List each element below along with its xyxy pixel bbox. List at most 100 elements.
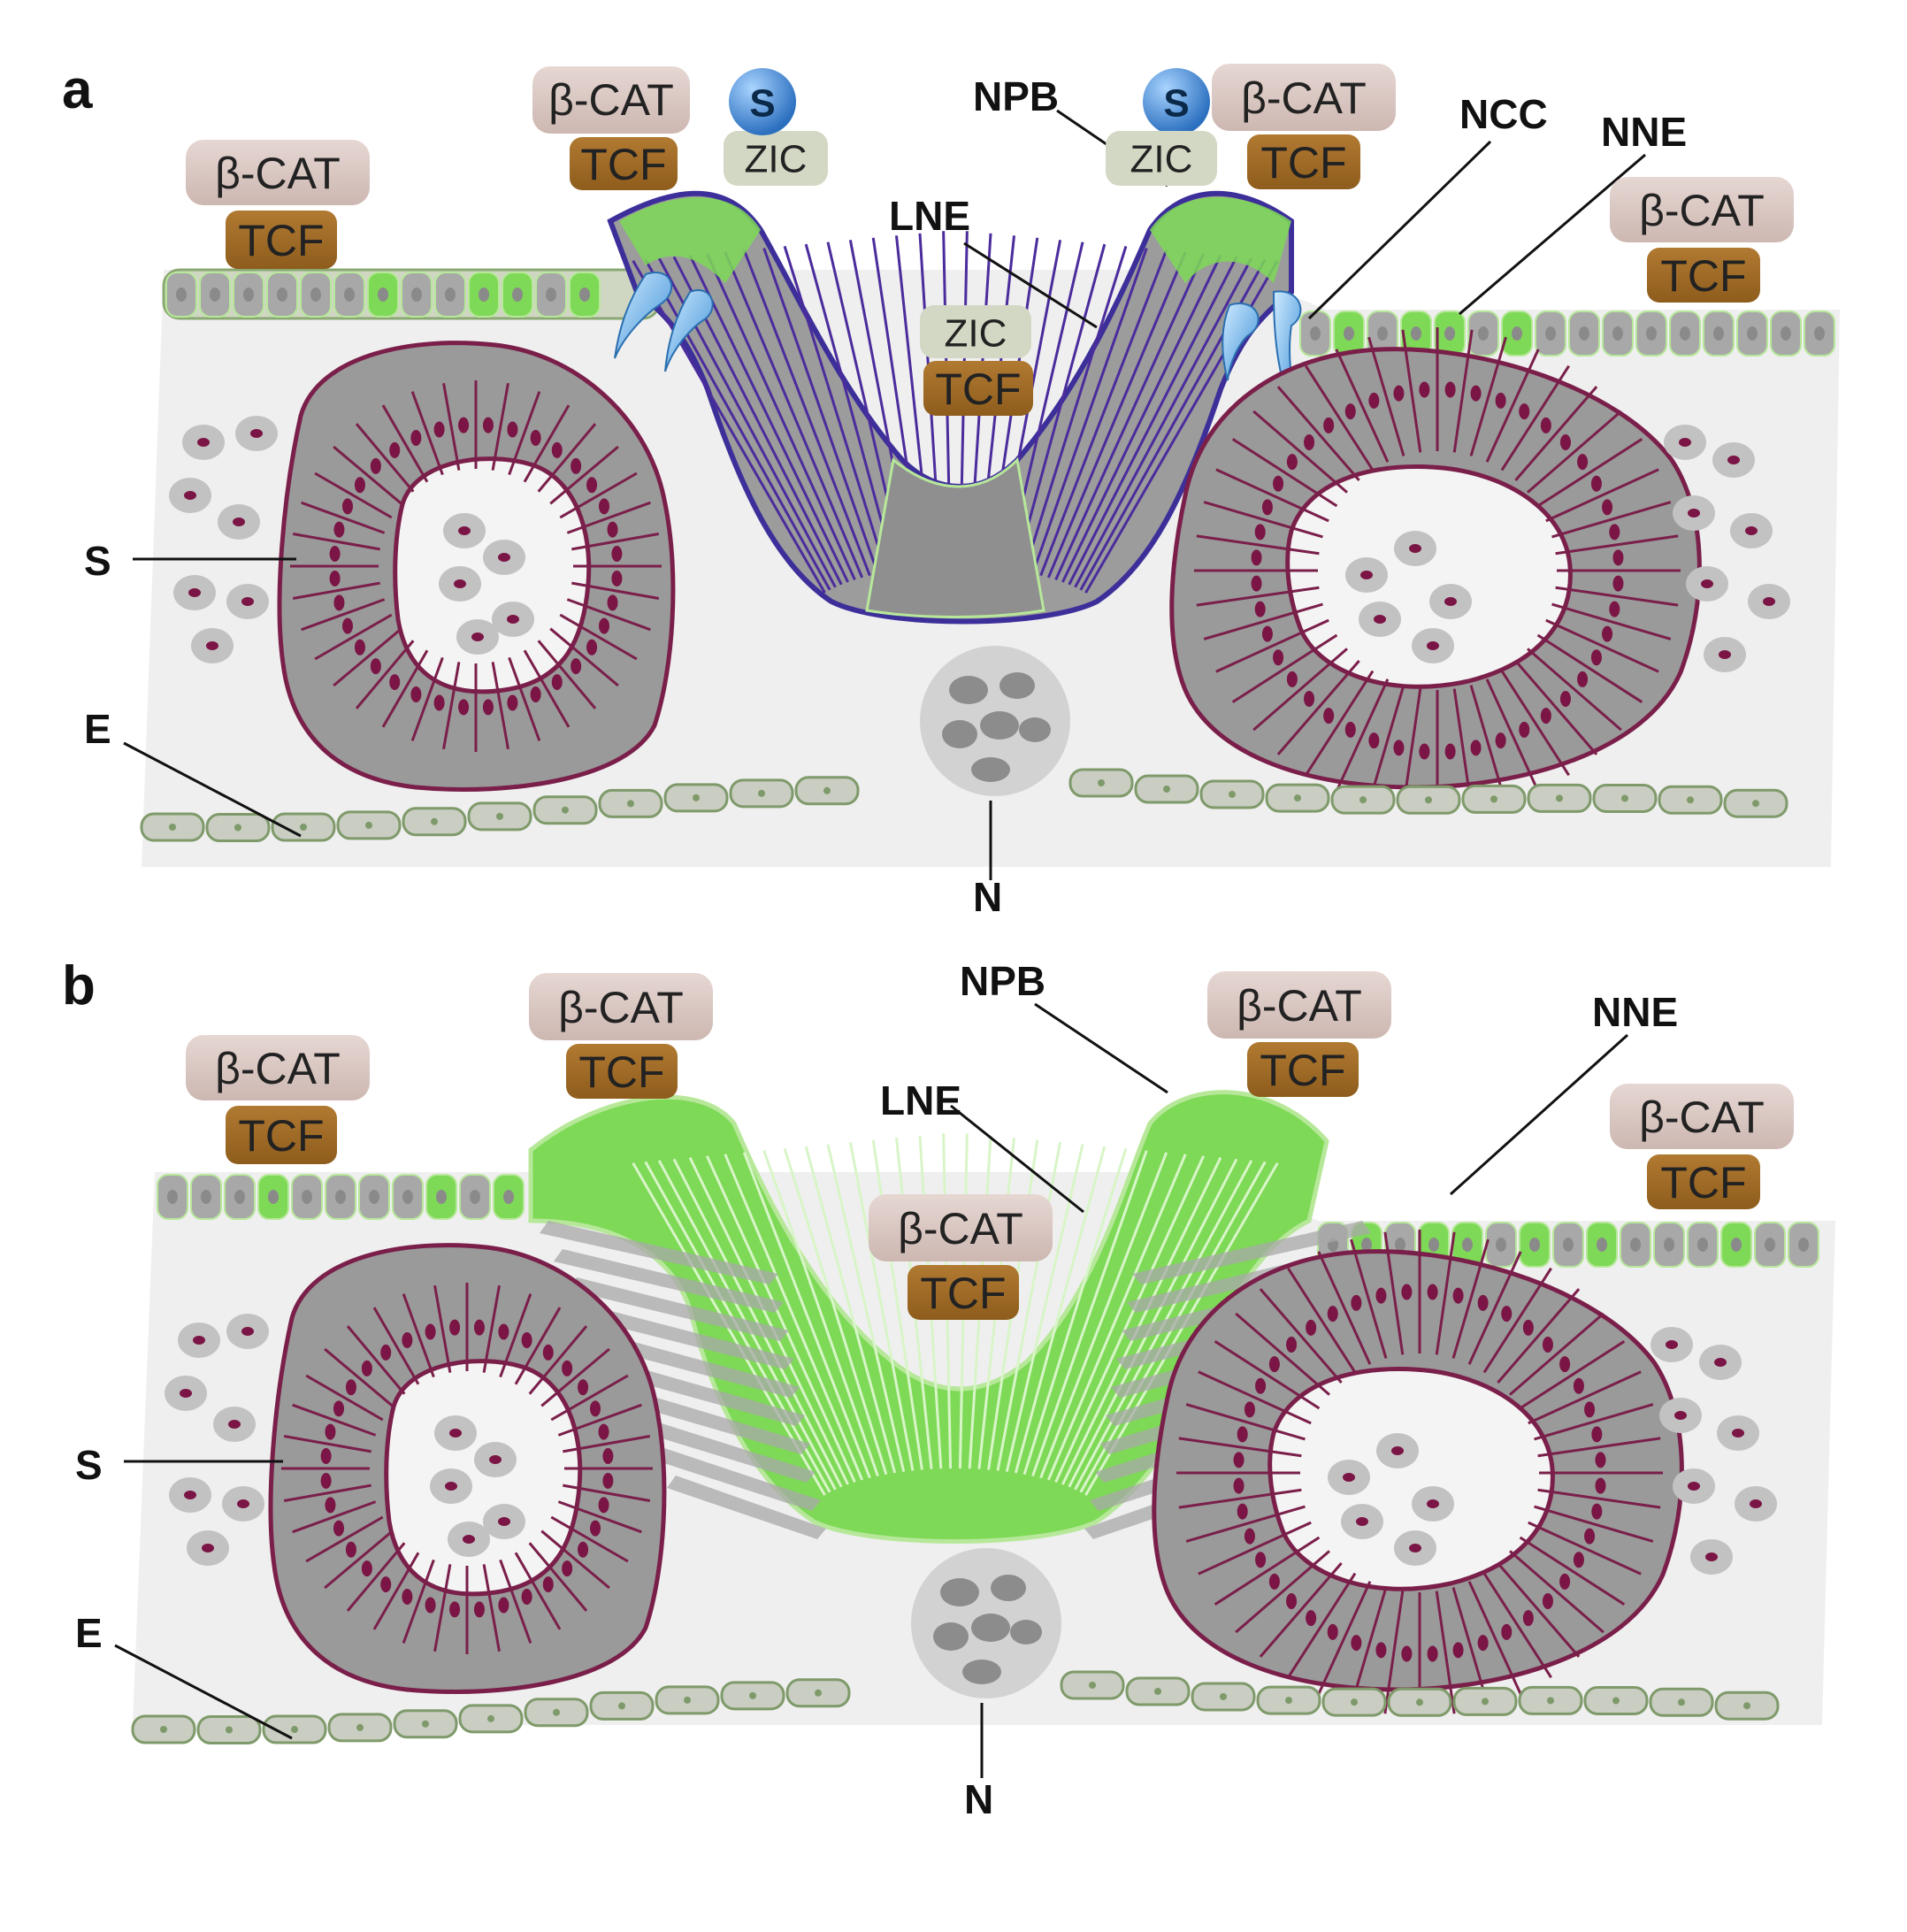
- cell-nucleus: [458, 526, 471, 535]
- cell-nucleus: [1495, 392, 1506, 409]
- cell-nucleus: [1427, 641, 1439, 650]
- somite-cell-boundary: [1500, 670, 1570, 777]
- cell-nucleus: [498, 1517, 510, 1526]
- plate-grey-cell: [667, 1476, 826, 1539]
- s-ball: [1143, 68, 1210, 135]
- cell-nucleus: [1714, 1358, 1727, 1367]
- endoderm-row: [131, 1670, 1780, 1745]
- plate-grey-cell: [1132, 1221, 1371, 1284]
- cell-nucleus: [602, 1448, 614, 1465]
- panel-a: a: [62, 59, 1840, 920]
- cell-nucleus: [1595, 1477, 1606, 1494]
- plate-cell-boundary: [632, 259, 826, 594]
- label-npb: NPB: [960, 958, 1045, 1004]
- cell-nucleus: [1584, 1401, 1596, 1418]
- cell-nucleus: [1375, 1287, 1387, 1304]
- somite-cell-boundary: [1514, 386, 1598, 481]
- cell-nucleus: [1286, 454, 1298, 471]
- cell-nucleus: [1529, 1238, 1540, 1252]
- somite-cell-boundary: [355, 640, 415, 709]
- somite-cell-boundary: [292, 1500, 377, 1534]
- cell-nucleus: [1540, 708, 1551, 724]
- cell-nucleus: [1591, 1503, 1603, 1520]
- plate-cell-boundary: [1061, 254, 1222, 583]
- cell-nucleus: [482, 417, 494, 433]
- cell-nucleus: [458, 699, 470, 716]
- somite-cell-boundary: [1203, 501, 1323, 539]
- cell-nucleus: [470, 1190, 480, 1204]
- somite-cell-boundary: [333, 445, 402, 505]
- cell-nucleus: [551, 441, 563, 458]
- cell-nucleus: [1409, 1544, 1421, 1552]
- plate-cell-boundary: [783, 1147, 888, 1476]
- cell-nucleus: [1512, 326, 1522, 341]
- cell-nucleus: [1391, 1446, 1404, 1455]
- cell-nucleus: [180, 1389, 192, 1398]
- somite-cell-boundary: [1383, 1231, 1405, 1355]
- cell-nucleus: [1233, 1477, 1245, 1494]
- cell-nucleus: [530, 686, 541, 703]
- cell-nucleus: [1688, 509, 1700, 518]
- cell-nucleus: [571, 457, 582, 474]
- plate-cell-boundary: [724, 251, 864, 579]
- cell-nucleus: [402, 1190, 413, 1204]
- ectoderm-cells-right: [1299, 310, 1835, 356]
- somite-cell-boundary: [550, 1515, 629, 1563]
- cell-nucleus: [206, 641, 218, 650]
- cell-nucleus: [1577, 671, 1589, 687]
- somite-cell-boundary: [1482, 1572, 1552, 1679]
- somite-cell-boundary: [1198, 1521, 1312, 1576]
- cell-nucleus: [463, 1535, 475, 1544]
- cell-nucleus: [1444, 743, 1456, 760]
- somite-cell-boundary: [1514, 660, 1598, 755]
- cell-nucleus: [1542, 1337, 1553, 1353]
- tcf-chip: TCF: [920, 1269, 1006, 1318]
- cell-nucleus: [380, 1344, 392, 1361]
- cell-nucleus: [498, 553, 510, 562]
- somite-cell-boundary: [523, 404, 571, 483]
- cell-nucleus: [454, 579, 466, 588]
- cell-nucleus: [354, 477, 365, 494]
- somite-cell-boundary: [1485, 678, 1540, 793]
- somite-cell-boundary: [537, 423, 597, 493]
- cell-nucleus: [184, 491, 196, 500]
- tcf-chip: TCF: [1260, 138, 1346, 188]
- cell-nucleus: [449, 1601, 461, 1618]
- somite-cell-boundary: [324, 1530, 394, 1590]
- bcat-chip: β-CAT: [1639, 186, 1765, 235]
- cell-nucleus: [310, 288, 321, 302]
- cell-nucleus: [1251, 549, 1262, 566]
- cell-nucleus: [1477, 1294, 1489, 1311]
- cell-nucleus: [1612, 549, 1624, 566]
- cell-nucleus: [553, 1708, 560, 1716]
- cell-nucleus: [542, 1576, 554, 1593]
- cell-nucleus: [345, 1379, 356, 1396]
- cell-nucleus: [1522, 1319, 1534, 1336]
- somite-cell-boundary: [442, 662, 461, 750]
- plate-cell-boundary: [848, 1142, 915, 1471]
- cell-nucleus: [599, 617, 610, 634]
- somite-cell-boundary: [1452, 329, 1474, 453]
- cell-nucleus: [1602, 625, 1613, 642]
- cell-nucleus: [586, 477, 598, 494]
- cell-nucleus: [607, 521, 618, 538]
- cell-nucleus: [335, 1190, 346, 1204]
- somite-cell-boundary: [1509, 1550, 1604, 1634]
- label-npb: NPB: [973, 73, 1059, 119]
- somite-cell-boundary: [563, 1435, 651, 1453]
- plate-cell-boundary: [996, 1142, 1062, 1471]
- chip-group-a-far-left: β-CAT TCF: [186, 140, 370, 269]
- cell-nucleus: [562, 806, 569, 814]
- cell-nucleus: [1286, 1337, 1298, 1353]
- somite-cell-boundary: [491, 662, 509, 750]
- plate-cell-boundary: [688, 254, 849, 583]
- cell-nucleus: [1294, 794, 1301, 802]
- cell-nucleus: [1344, 403, 1356, 420]
- cell-nucleus: [471, 632, 484, 641]
- cell-nucleus: [431, 817, 438, 825]
- cell-nucleus: [237, 1499, 249, 1508]
- cell-nucleus: [693, 794, 700, 801]
- label-n: N: [973, 874, 1002, 920]
- cell-nucleus: [512, 288, 523, 302]
- cell-nucleus: [1609, 601, 1620, 617]
